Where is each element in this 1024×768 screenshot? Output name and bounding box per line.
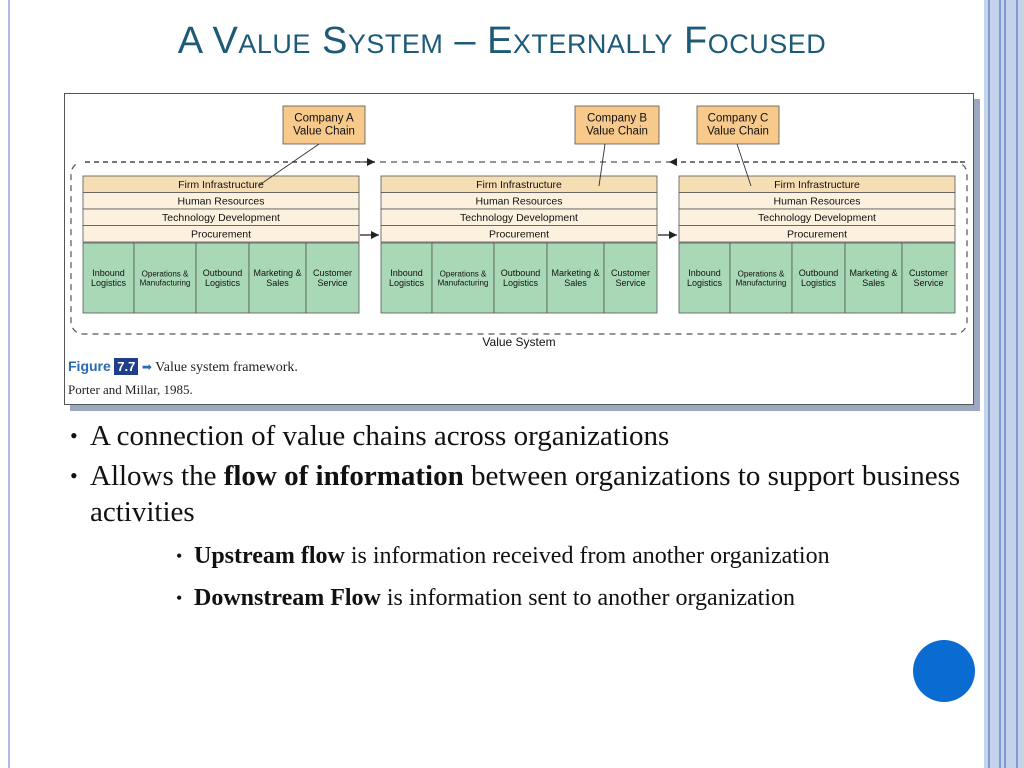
primary-activity: [195, 242, 250, 314]
bullet-text: A connection of value chains across orga…: [90, 420, 670, 452]
subbullet-text: is information sent to another organizat…: [380, 585, 796, 611]
upstream-dashed-arrow-head: [367, 158, 375, 166]
primary-activity: [678, 242, 731, 314]
support-row-label: Firm Infrastructure: [178, 179, 264, 191]
subbullet-bold-text: Upstream flow: [194, 543, 345, 569]
bullet-text: Allows the: [90, 460, 224, 492]
subbullet-text: is information received from another org…: [344, 543, 830, 569]
support-row-label: Firm Infrastructure: [774, 179, 860, 191]
primary-activity: [603, 242, 658, 314]
bullet-bold-text: flow of information: [223, 460, 464, 492]
primary-activity-label: Operations &Manufacturing: [736, 270, 787, 288]
slide-title: A Value System – Externally Focused: [177, 20, 827, 62]
company-box: [282, 105, 366, 145]
primary-activity-label: Operations &Manufacturing: [140, 270, 191, 288]
support-row-label: Firm Infrastructure: [476, 179, 562, 191]
bullet-connection: A connection of value chains across orga…: [70, 418, 970, 454]
chain-link-arrow-head: [371, 231, 379, 239]
figure-caption: Figure 7.7 ➡ Value system framework.: [68, 358, 298, 376]
support-row-label: Procurement: [787, 229, 847, 241]
primary-activity: [729, 242, 793, 314]
primary-activity: [248, 242, 307, 314]
company-pointer-line: [598, 143, 606, 187]
caption-arrow-icon: ➡: [141, 360, 152, 374]
figure-source: Porter and Millar, 1985.: [68, 382, 193, 397]
primary-activity-label: Operations &Manufacturing: [438, 270, 489, 288]
primary-activity: [305, 242, 360, 314]
primary-activity: [493, 242, 548, 314]
downstream-dashed-arrow-head: [669, 158, 677, 166]
primary-activity: [844, 242, 903, 314]
value-system-label: Value System: [482, 335, 555, 349]
primary-activity: [380, 242, 433, 314]
left-border-line: [8, 0, 10, 768]
subbullet-bold-text: Downstream Flow: [194, 585, 381, 611]
company-pointer-line: [736, 143, 752, 187]
primary-activity-label: Marketing &Sales: [253, 268, 301, 288]
decorative-circle: [913, 640, 975, 702]
company-box: [574, 105, 660, 145]
chain-link-arrow-head: [669, 231, 677, 239]
support-row: [380, 225, 658, 243]
bullet-text: between organizations to support busines…: [90, 460, 961, 528]
support-row-label: Procurement: [489, 229, 549, 241]
company-pointer-line: [257, 143, 320, 187]
support-row-label: Procurement: [191, 229, 251, 241]
caption-text: Value system framework.: [155, 360, 298, 375]
bullet-flow: Allows the flow of information between o…: [70, 458, 970, 530]
support-row-label: Human Resources: [178, 196, 265, 208]
primary-activity: [791, 242, 846, 314]
support-row-label: Technology Development: [460, 212, 578, 224]
right-decorative-stripes: [984, 0, 1024, 768]
support-row: [82, 225, 360, 243]
support-row-label: Technology Development: [162, 212, 280, 224]
primary-activity: [546, 242, 605, 314]
primary-activity: [901, 242, 956, 314]
bullet-list: A connection of value chains across orga…: [70, 418, 970, 614]
primary-activity: [431, 242, 495, 314]
primary-activity-label: Marketing &Sales: [849, 268, 897, 288]
boundary-gap: [675, 156, 955, 168]
caption-figure-word: Figure: [68, 358, 111, 374]
support-row-label: Technology Development: [758, 212, 876, 224]
support-row-label: Human Resources: [774, 196, 861, 208]
support-row-label: Human Resources: [476, 196, 563, 208]
company-box: [696, 105, 780, 145]
primary-activity: [82, 242, 135, 314]
primary-activity: [133, 242, 197, 314]
subbullet-downstream: Downstream Flow is information sent to a…: [172, 582, 970, 614]
subbullet-upstream: Upstream flow is information received fr…: [172, 540, 970, 572]
caption-figure-number: 7.7: [114, 358, 139, 375]
support-row: [678, 225, 956, 243]
primary-activity-label: Marketing &Sales: [551, 268, 599, 288]
